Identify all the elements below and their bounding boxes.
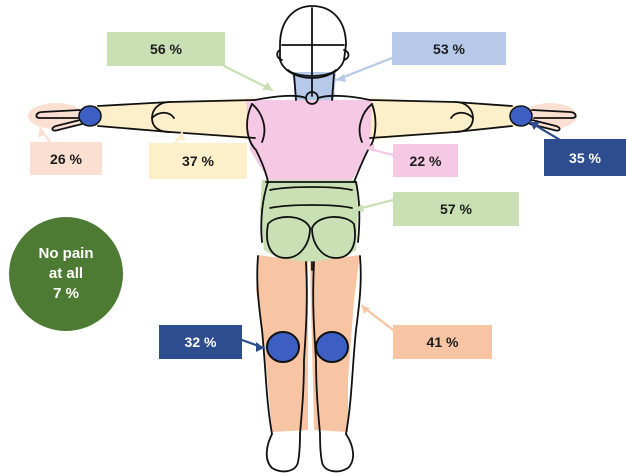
left-foot-outline <box>267 434 300 471</box>
no-pain-line1: No pain <box>39 244 94 264</box>
arm-pain-label: 37 % <box>149 143 247 179</box>
right-knee-joint <box>316 332 348 362</box>
legs-pain-label: 41 % <box>393 325 492 359</box>
right-wrist-joint <box>510 106 532 126</box>
head-outline <box>280 6 346 78</box>
hand-pain-label: 26 % <box>30 142 102 175</box>
neck-pain-label: 53 % <box>392 32 506 65</box>
left-knee-joint <box>267 332 299 362</box>
abdomen-pain-label: 57 % <box>393 192 519 226</box>
no-pain-value: 7 % <box>53 284 79 304</box>
left-wrist-joint <box>79 106 101 126</box>
chest-region <box>246 100 372 180</box>
shoulder-pointer <box>220 64 272 90</box>
wrist-pain-label: 35 % <box>544 139 626 176</box>
right-foot-outline <box>320 434 353 471</box>
shoulder-pain-label: 56 % <box>107 32 225 66</box>
knee-pain-label: 32 % <box>159 325 242 359</box>
no-pain-badge: No pain at all 7 % <box>9 217 123 331</box>
chest-pain-label: 22 % <box>393 144 458 177</box>
no-pain-line2: at all <box>49 264 83 284</box>
abdomen-region <box>260 180 358 262</box>
